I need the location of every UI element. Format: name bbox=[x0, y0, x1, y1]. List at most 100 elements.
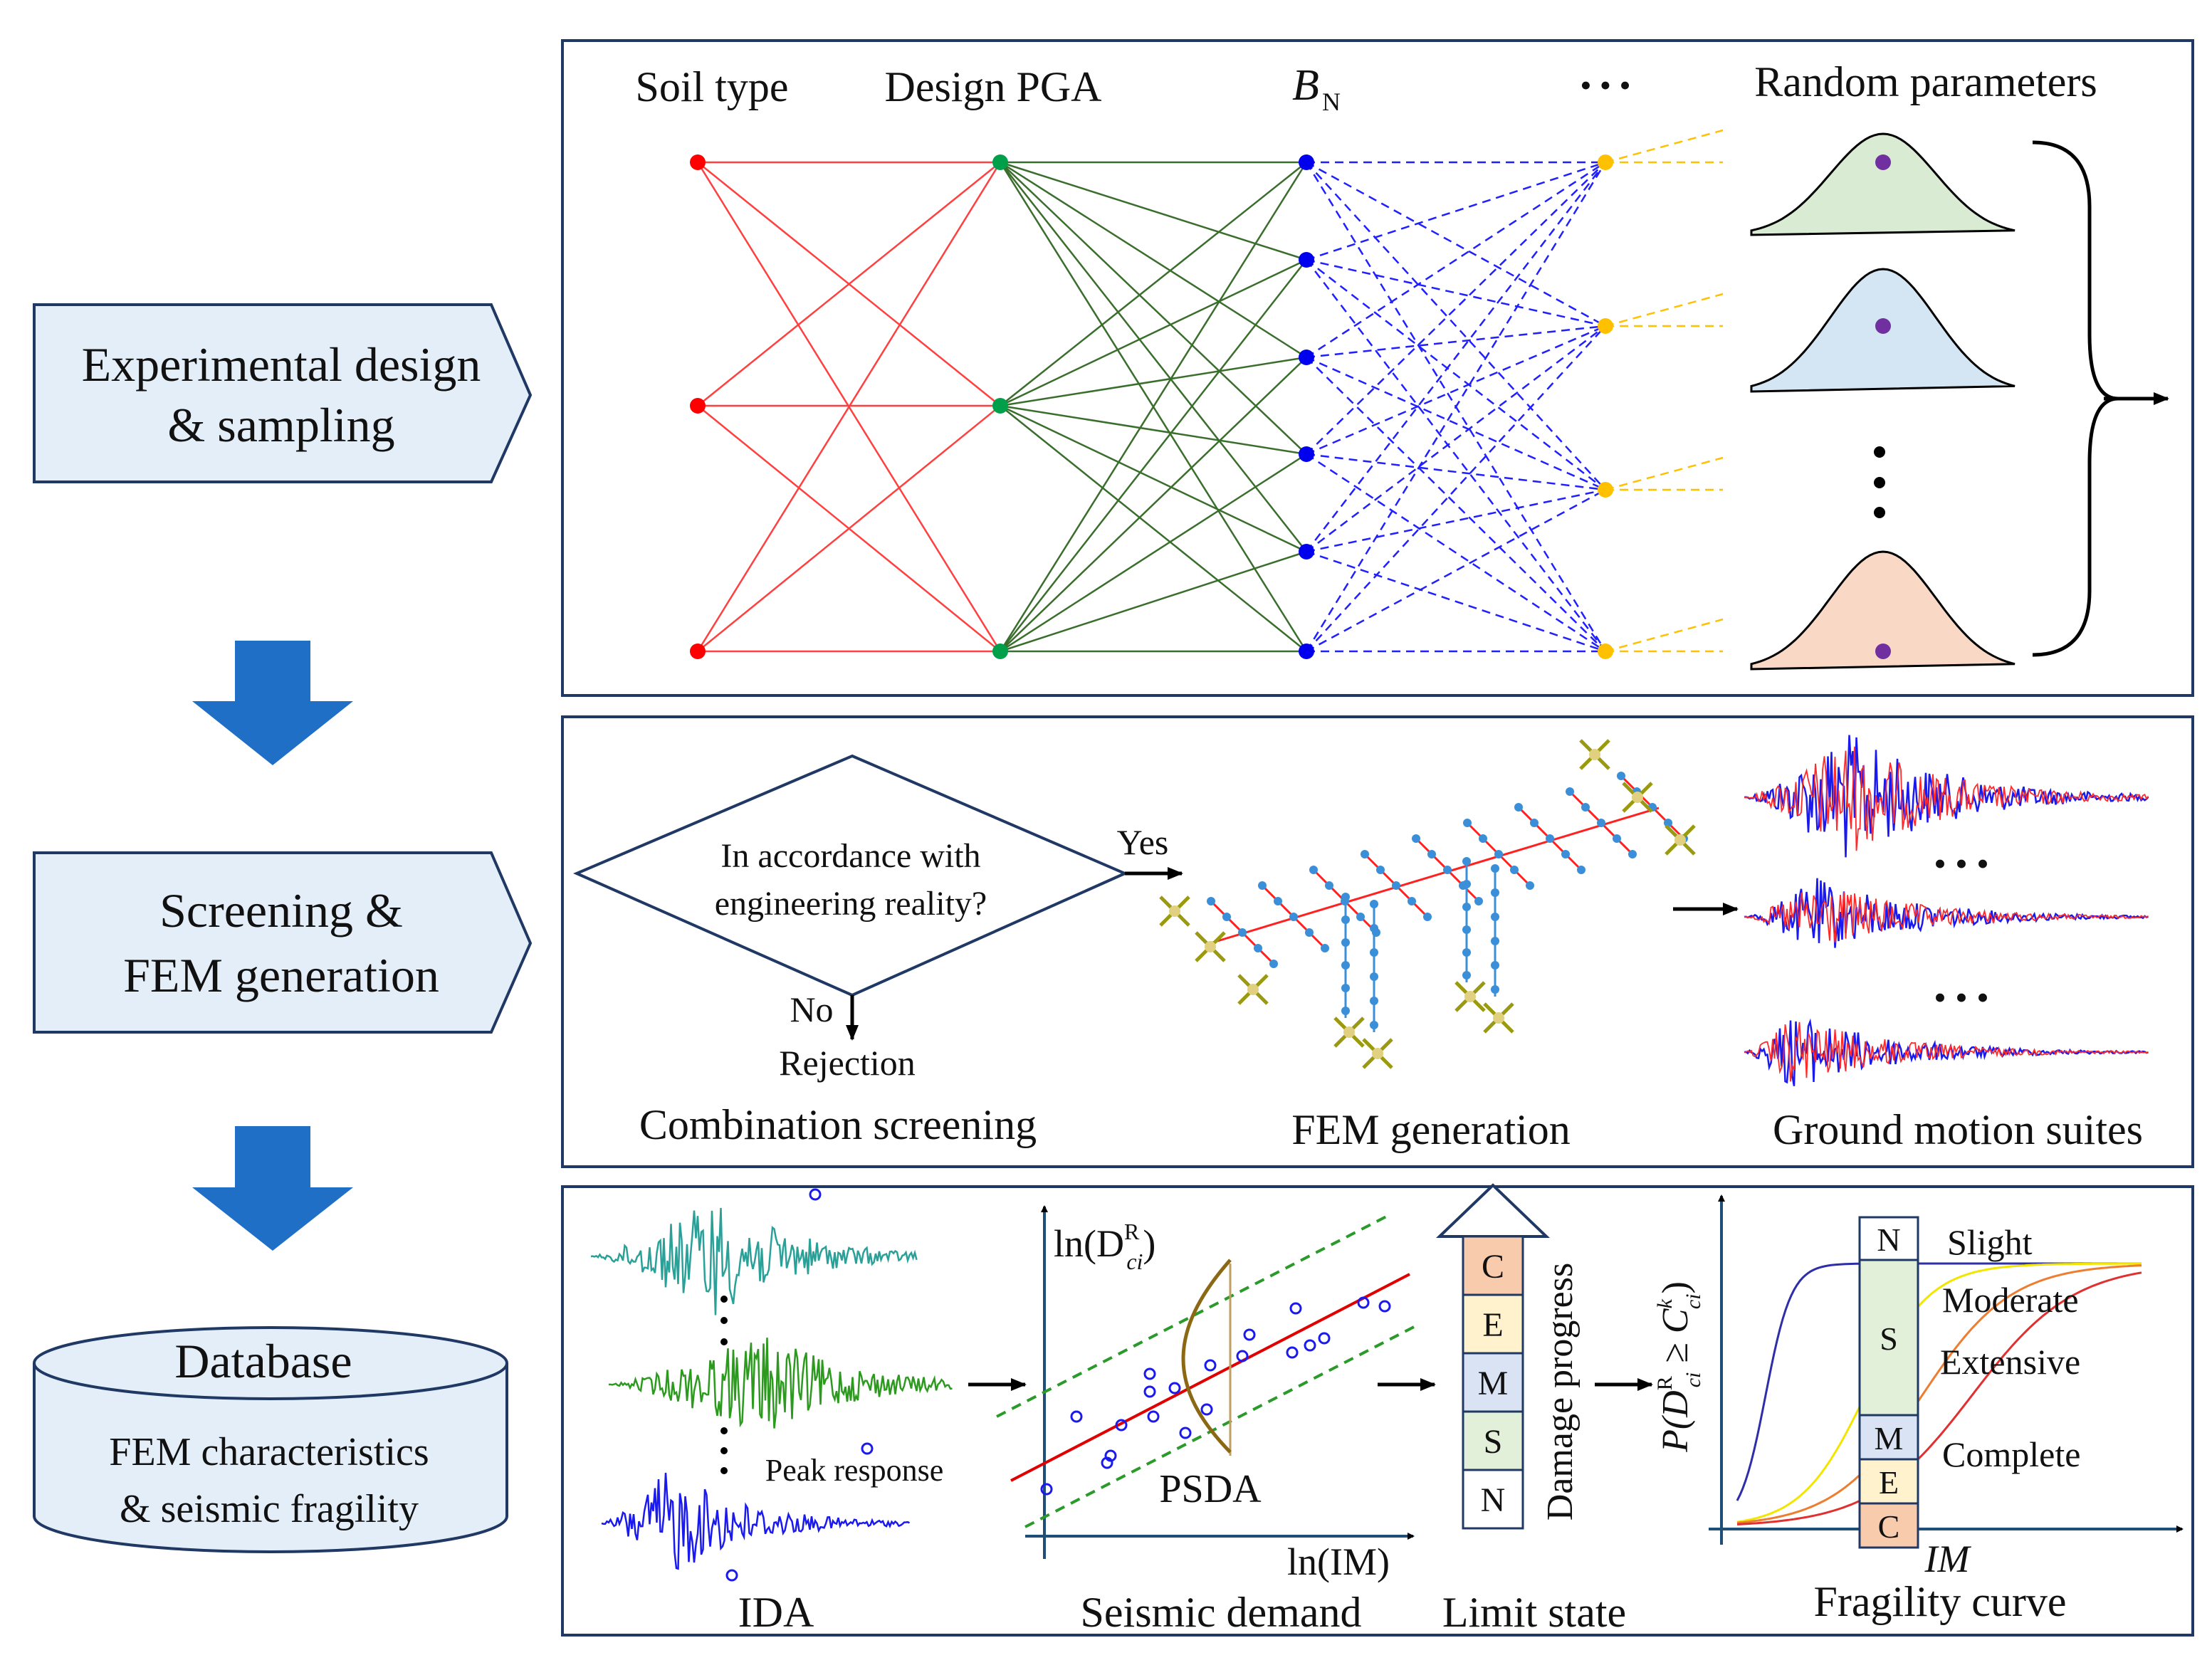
fem-node bbox=[1412, 834, 1420, 843]
psda-pdf-curve bbox=[1181, 1259, 1232, 1454]
fem-pier-node bbox=[1370, 924, 1378, 933]
edge-bn-more bbox=[1306, 161, 1606, 261]
psda-sample-point bbox=[1143, 1367, 1156, 1380]
edge-more-out bbox=[1605, 456, 1724, 491]
node-pga bbox=[992, 398, 1008, 414]
edge-soil-pga bbox=[697, 162, 1001, 406]
fragility-state-label: C bbox=[1878, 1508, 1900, 1545]
ground-motion-trace bbox=[1744, 1021, 2149, 1082]
decision-question-line2: engineering reality? bbox=[715, 885, 987, 923]
psda-sample-point bbox=[1168, 1382, 1181, 1394]
edge-pga-bn bbox=[1000, 357, 1307, 652]
node-bn bbox=[1299, 544, 1314, 560]
fem-node bbox=[1617, 772, 1625, 780]
fem-pier-node bbox=[1370, 997, 1378, 1005]
psda-sample-point bbox=[1378, 1300, 1391, 1313]
limit-state-label: E bbox=[1482, 1306, 1503, 1344]
fem-node bbox=[1258, 881, 1267, 890]
fem-pier-node bbox=[1462, 948, 1471, 957]
node-pga bbox=[992, 154, 1008, 170]
fem-spring-node bbox=[1674, 834, 1686, 846]
fem-node bbox=[1321, 944, 1329, 952]
limit-state-box bbox=[1462, 1469, 1524, 1530]
limit-state-label: M bbox=[1478, 1365, 1509, 1402]
fem-node bbox=[1463, 819, 1472, 827]
sampling-network-nodes bbox=[690, 154, 1613, 659]
edge-pga-bn bbox=[1000, 453, 1307, 653]
psda-sample-point bbox=[1040, 1483, 1053, 1496]
fem-node bbox=[1474, 897, 1483, 905]
fem-node bbox=[1207, 897, 1215, 905]
fragility-plot bbox=[1709, 1194, 2184, 1545]
step-screen-line2: FEM generation bbox=[123, 948, 439, 1002]
edge-bn-more bbox=[1306, 325, 1606, 652]
fragility-state-box bbox=[1858, 1502, 1919, 1549]
node-more bbox=[1598, 318, 1613, 334]
gm-ellipsis-1: • • • bbox=[1934, 844, 1989, 883]
psda-sample-point bbox=[1318, 1332, 1331, 1345]
edge-bn-more bbox=[1306, 453, 1606, 491]
step-database: Database FEM characteristics & seismic f… bbox=[33, 1326, 508, 1553]
edge-bn-more bbox=[1306, 258, 1606, 327]
fem-node bbox=[1274, 897, 1282, 905]
limit-state-box bbox=[1462, 1293, 1524, 1355]
fem-pier-node bbox=[1370, 900, 1378, 908]
fem-pier-node bbox=[1491, 888, 1499, 897]
edge-more-out bbox=[1605, 129, 1724, 164]
node-more bbox=[1598, 154, 1613, 170]
fragility-state-box bbox=[1858, 1216, 1919, 1261]
ida-trace-1 bbox=[590, 1207, 918, 1315]
caption-fem-generation: FEM generation bbox=[1291, 1106, 1571, 1153]
fragility-state-box bbox=[1858, 1414, 1919, 1461]
ground-motion-trace bbox=[1744, 891, 2149, 943]
fem-node bbox=[1546, 834, 1554, 843]
psda-sample-point bbox=[1286, 1346, 1299, 1359]
panel-screening: In accordance with engineering reality? … bbox=[561, 715, 2194, 1168]
label-soil-type: Soil type bbox=[635, 63, 788, 110]
fem-spring-node bbox=[1343, 1026, 1355, 1038]
fragility-state-label: E bbox=[1879, 1464, 1899, 1501]
fem-node bbox=[1613, 834, 1621, 843]
fem-pier-node bbox=[1341, 915, 1350, 924]
fem-spring-node bbox=[1247, 984, 1259, 995]
ida-dots bbox=[720, 1296, 728, 1474]
fem-node bbox=[1361, 850, 1369, 858]
fem-pier-node bbox=[1491, 961, 1499, 970]
edge-pga-bn bbox=[1000, 161, 1307, 359]
fragility-state-label: S bbox=[1880, 1320, 1898, 1357]
edge-bn-more bbox=[1306, 488, 1606, 653]
fem-bridge-model bbox=[1159, 739, 1696, 1069]
edge-pga-bn bbox=[1000, 162, 1307, 455]
edge-bn-more bbox=[1306, 259, 1606, 490]
node-bn bbox=[1299, 350, 1314, 365]
label-design-pga: Design PGA bbox=[884, 63, 1101, 110]
fem-pier-node bbox=[1462, 903, 1471, 911]
ida-trace-3 bbox=[601, 1472, 911, 1570]
fragility-state-label: N bbox=[1877, 1222, 1900, 1258]
step-screen-line1: Screening & bbox=[159, 883, 403, 937]
limit-state-label: C bbox=[1482, 1248, 1504, 1286]
psda-sample-point bbox=[1304, 1339, 1316, 1352]
distribution-curve bbox=[1750, 550, 2016, 671]
limit-state-label: S bbox=[1484, 1423, 1503, 1461]
edge-bn-more bbox=[1305, 162, 1607, 652]
decision-question-line1: In accordance with bbox=[720, 837, 980, 875]
fem-pier-node bbox=[1341, 893, 1350, 901]
fem-pier-node bbox=[1341, 938, 1350, 947]
fem-pier-node bbox=[1462, 857, 1471, 866]
edge-bn-more bbox=[1306, 488, 1606, 553]
fem-pier-node bbox=[1341, 961, 1350, 970]
ida-peak-marker bbox=[809, 1188, 822, 1201]
fem-node bbox=[1479, 834, 1487, 843]
caption-seismic-demand: Seismic demand bbox=[1081, 1589, 1362, 1636]
psda-regression-line bbox=[1010, 1273, 1410, 1482]
psda-sample-point bbox=[1143, 1385, 1156, 1398]
fragility-xlabel: IM bbox=[1924, 1538, 1972, 1580]
psda-sample-point bbox=[1147, 1410, 1160, 1423]
fem-pier-node bbox=[1491, 937, 1499, 945]
node-bn bbox=[1299, 252, 1314, 268]
fem-spring-node bbox=[1464, 991, 1476, 1002]
fem-pier-node bbox=[1370, 972, 1378, 981]
